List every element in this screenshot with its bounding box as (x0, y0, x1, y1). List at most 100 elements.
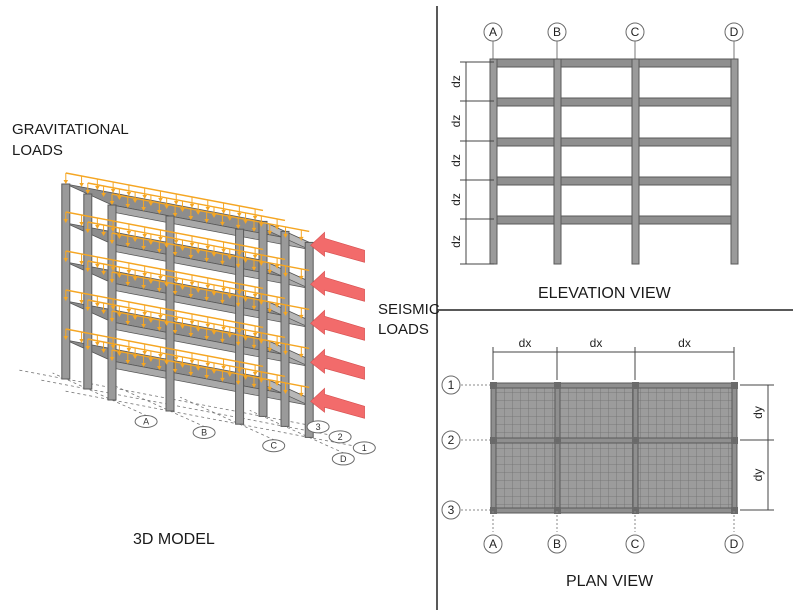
load-arrowhead (173, 317, 179, 322)
load-arrowhead (126, 231, 132, 235)
load-arrowhead (157, 288, 162, 292)
load-arrowhead (164, 322, 169, 326)
load-arrowhead (157, 366, 162, 370)
load-arrowhead (117, 313, 122, 317)
load-arrowhead (251, 383, 257, 388)
ground-grid-line (52, 372, 148, 417)
seismic-arrow (310, 309, 365, 341)
load-arrowhead (243, 336, 248, 341)
plan-column (554, 507, 561, 514)
storey-height-label: dz (449, 154, 463, 167)
load-arrowhead (172, 291, 178, 295)
elevation-frame (489, 58, 739, 265)
load-arrowhead (180, 247, 185, 251)
load-arrowhead (195, 327, 201, 332)
load-arrowhead (283, 233, 288, 238)
load-arrowhead (204, 258, 209, 262)
ground-grid-line (249, 410, 345, 454)
load-arrowhead (85, 346, 91, 350)
load-arrowhead (142, 312, 147, 316)
load-arrowhead (252, 371, 258, 376)
load-arrowhead (79, 183, 84, 187)
plan-grid-bubble-b (547, 534, 567, 554)
load-arrowhead (85, 190, 91, 194)
ground-bubble-d (331, 452, 355, 466)
ground-bubble-3 (306, 420, 330, 434)
load-arrowhead (204, 375, 209, 379)
load-arrowhead (204, 219, 209, 223)
grid-label-b: B (553, 25, 561, 39)
load-arrowhead (221, 248, 226, 253)
load-arrowhead (142, 351, 147, 355)
load-arrowhead (63, 336, 69, 340)
load-rail (111, 232, 310, 272)
load-arrowhead (235, 341, 241, 346)
elevation-beam (489, 137, 739, 147)
plan-column (632, 382, 639, 389)
load-arrowhead (221, 209, 226, 214)
load-rail (65, 172, 264, 212)
load-arrowhead (79, 300, 84, 304)
load-arrowhead (220, 338, 225, 343)
ground-grid-line (110, 383, 206, 428)
gravitational-loads-label-line2: LOADS (12, 142, 63, 159)
grid-bubble-b (547, 22, 567, 42)
load-arrowhead (267, 269, 273, 274)
load-arrowhead (220, 377, 225, 382)
load-arrowhead (259, 300, 264, 305)
load-arrowhead (274, 381, 280, 386)
ground-bubble-b (192, 426, 216, 439)
load-arrowhead (243, 297, 248, 302)
load-arrowhead (205, 362, 211, 367)
load-arrowhead (243, 375, 248, 380)
load-arrowhead (283, 311, 288, 316)
ground-grid-label-b: B (201, 428, 207, 438)
load-arrowhead (251, 305, 257, 310)
load-arrowhead (211, 330, 217, 335)
load-arrowhead (188, 294, 194, 298)
load-arrowhead (274, 342, 280, 347)
ground-grid-line (180, 396, 275, 441)
3d-model-caption: 3D MODEL (133, 531, 215, 548)
load-arrowhead (173, 200, 179, 205)
plan-column (554, 382, 561, 389)
load-rail (87, 338, 286, 378)
plan-grid-label-a: A (489, 537, 497, 551)
plan-column (554, 437, 561, 444)
span-y-label: dy (751, 406, 765, 419)
ground-bubble-1 (352, 441, 376, 455)
load-arrowhead (63, 297, 69, 301)
load-arrowhead (158, 276, 163, 280)
load-arrowhead (274, 225, 280, 230)
ground-bubble-a (134, 415, 158, 428)
load-arrowhead (274, 303, 280, 308)
load-arrowhead (148, 241, 154, 245)
load-arrowhead (172, 213, 178, 217)
load-rail (65, 328, 264, 368)
load-arrowhead (79, 339, 84, 343)
plan-beam-y (632, 383, 639, 512)
load-arrowhead (117, 274, 122, 278)
span-y-label: dy (751, 469, 765, 482)
load-arrowhead (101, 310, 106, 314)
column (280, 230, 290, 427)
load-arrowhead (299, 275, 304, 280)
plan-grid-bubble-2 (441, 430, 461, 450)
load-arrowhead (227, 294, 233, 299)
load-arrowhead (109, 201, 115, 205)
grid-label-d: D (730, 25, 739, 39)
load-arrowhead (110, 228, 116, 232)
load-arrowhead (85, 307, 91, 311)
load-arrowhead (237, 290, 242, 295)
load-arrowhead (141, 246, 146, 250)
plan-grid-bubble-3 (441, 500, 461, 520)
load-arrowhead (220, 221, 225, 226)
load-arrowhead (235, 224, 241, 229)
column (304, 241, 314, 438)
load-arrowhead (274, 264, 280, 269)
load-arrowhead (63, 219, 69, 223)
